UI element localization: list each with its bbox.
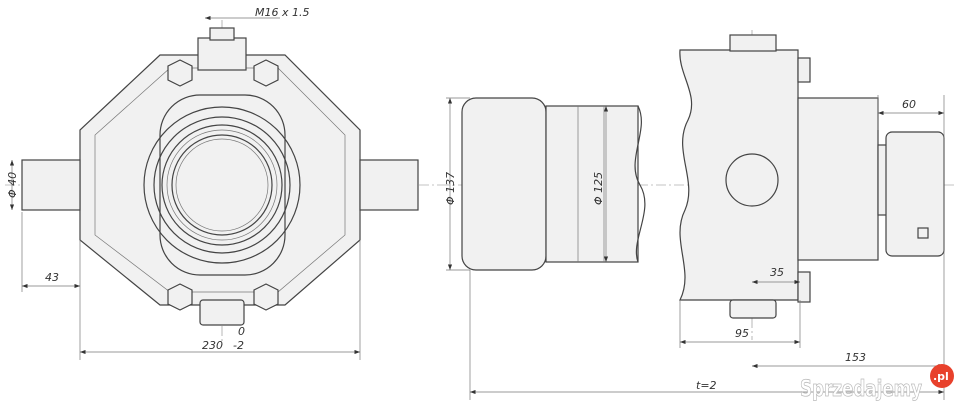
shaft-diameter-label: Φ 40 — [6, 172, 19, 198]
bolt-head — [253, 283, 279, 311]
left-shaft — [21, 159, 81, 211]
body-length-label: 95 — [735, 327, 749, 340]
cylinder-tube — [545, 105, 639, 263]
front-view-dimensions: M16 x 1.5 Φ 40 43 230 -2 0 — [6, 6, 361, 360]
watermark-badge — [930, 364, 954, 388]
end-length-label: 60 — [902, 98, 916, 111]
overall-width-label: 230 — [202, 339, 223, 352]
cap-diameter-label: Φ 137 — [444, 172, 457, 205]
side-view-dimensions: Φ 137 Φ 125 60 35 95 153 t=2 — [444, 95, 945, 400]
right-shaft — [359, 159, 419, 211]
watermark-logo: Sprzedajemy .pl — [800, 364, 954, 402]
bolt-head — [253, 59, 279, 87]
end-cap — [461, 97, 547, 271]
watermark-text: Sprzedajemy — [800, 377, 922, 402]
shaft-length-label: 43 — [45, 271, 59, 284]
pivot-to-end-label: 153 — [845, 351, 866, 364]
overall-width-tol-lower: -2 — [233, 339, 244, 352]
bottom-boss — [199, 299, 245, 326]
watermark-badge-text: .pl — [933, 370, 949, 383]
pivot-hole — [725, 153, 779, 207]
rod-eye — [885, 131, 945, 257]
tube-diameter-label: Φ 125 — [592, 172, 605, 205]
boss-offset-label: 35 — [770, 266, 784, 279]
thread-label: M16 x 1.5 — [255, 6, 309, 19]
rod-block — [797, 97, 879, 261]
bolt-head — [167, 59, 193, 87]
top-nut — [197, 37, 247, 71]
side-view — [440, 30, 955, 340]
overall-width-tol-upper: 0 — [238, 325, 245, 338]
bolt-head — [167, 283, 193, 311]
front-view — [5, 20, 440, 345]
total-length-label: t=2 — [696, 379, 717, 392]
